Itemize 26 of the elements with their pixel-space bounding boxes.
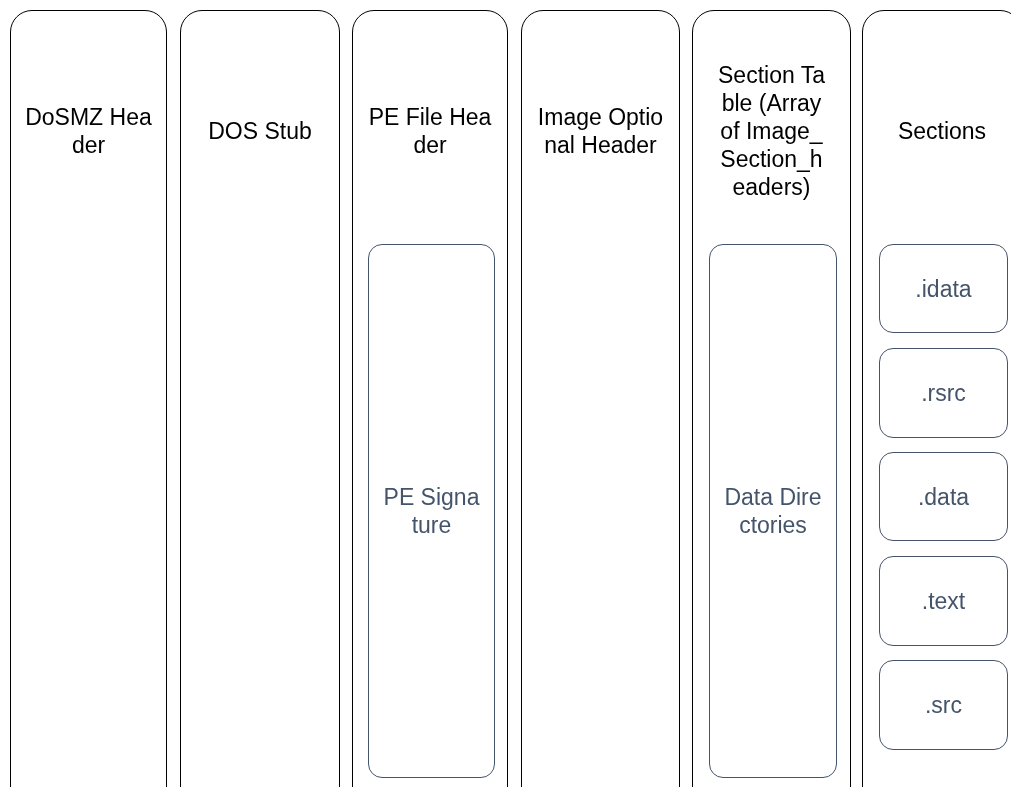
column-box <box>180 10 340 787</box>
column-box <box>692 10 851 787</box>
inner-box <box>368 244 495 778</box>
inner-box <box>879 556 1008 646</box>
inner-box <box>879 244 1008 333</box>
column-heading: PE File Header <box>367 103 493 159</box>
box-label: Data Directories <box>723 483 823 539</box>
inner-box <box>879 348 1008 438</box>
column-heading: DOS Stub <box>207 117 313 145</box>
inner-box <box>709 244 837 778</box>
box-label: .data <box>916 482 971 511</box>
column-heading: Sections <box>896 117 988 145</box>
box-label: .src <box>923 691 964 719</box>
box-label: PE Signature <box>382 483 481 539</box>
box-label: .idata <box>914 274 973 303</box>
inner-box <box>879 660 1008 750</box>
box-label: .text <box>920 587 967 615</box>
column-heading: Section Table (Array of Image_Section_headers) <box>717 61 826 201</box>
column-box <box>10 10 167 787</box>
box-label: .rsrc <box>920 379 967 407</box>
column-heading: DoSMZ Header <box>24 103 153 159</box>
column-box <box>521 10 680 787</box>
column-box <box>862 10 1011 787</box>
column-box <box>352 10 508 787</box>
inner-box <box>879 452 1008 541</box>
column-heading: Image Optional Header <box>536 103 665 159</box>
